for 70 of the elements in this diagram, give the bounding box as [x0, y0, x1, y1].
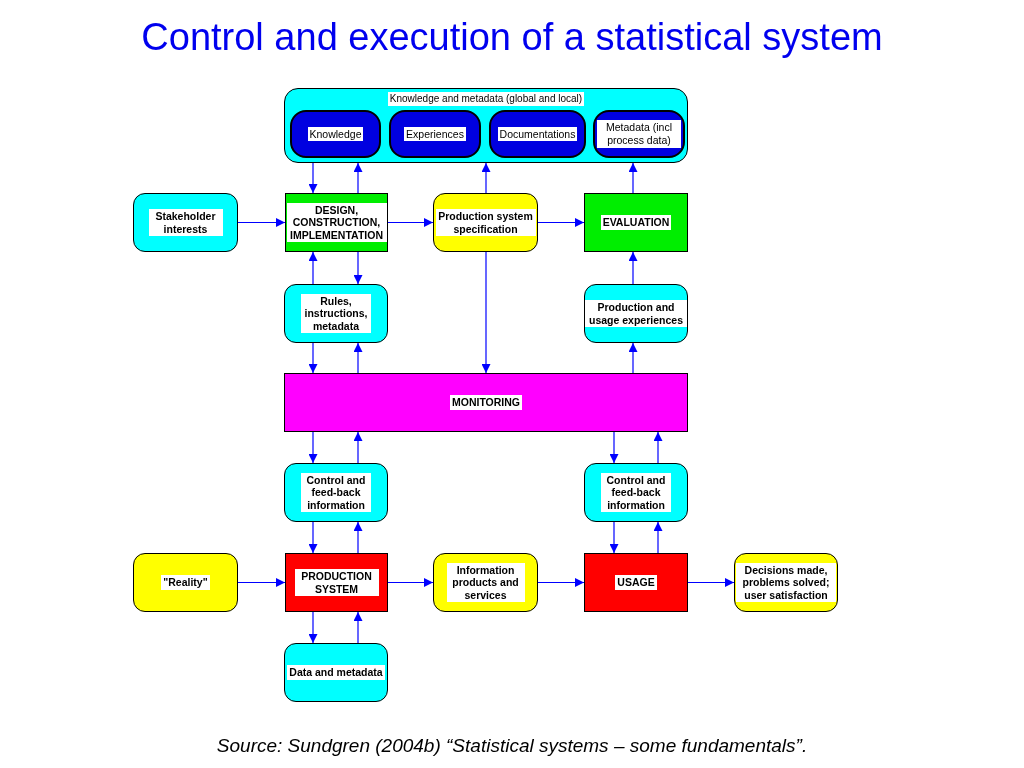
arrow — [653, 521, 663, 554]
process-box — [584, 193, 688, 252]
node-label: Production system specification — [435, 208, 536, 237]
arrow — [387, 578, 434, 587]
node-label: DESIGN, CONSTRUCTION, IMPLEMENTATION — [286, 202, 387, 243]
info-box — [133, 193, 238, 252]
node-label: Rules, instructions, metadata — [301, 293, 371, 334]
node-label: Decisions made, problems solved; user satisfaction — [736, 562, 836, 603]
process-box — [285, 553, 388, 612]
arrow — [308, 162, 318, 194]
node-label: USAGE — [615, 575, 657, 590]
node-label: Control and feed-back information — [601, 472, 671, 513]
arrow — [628, 342, 638, 374]
arrow — [353, 342, 363, 374]
node-label: PRODUCTION SYSTEM — [294, 568, 379, 597]
process-box — [584, 553, 688, 612]
arrow — [237, 578, 286, 587]
store-box — [593, 110, 685, 158]
node-label: EVALUATION — [600, 215, 672, 230]
arrow — [609, 521, 619, 554]
arrow — [537, 578, 585, 587]
node-label: Documentations — [497, 126, 578, 142]
info-box — [284, 643, 388, 702]
arrow — [353, 162, 363, 194]
source-caption: Source: Sundgren (2004b) “Statistical systems – some fundamentals”. — [215, 735, 809, 757]
arrow — [387, 218, 434, 227]
node-label: Production and usage experiences — [585, 299, 687, 328]
group-heading: Knowledge and metadata (global and local) — [387, 92, 585, 106]
arrow — [653, 431, 663, 464]
arrow — [308, 431, 318, 464]
arrow — [308, 251, 318, 285]
store-box — [489, 110, 586, 158]
arrow — [537, 218, 585, 227]
arrow — [308, 342, 318, 374]
node-label: Stakeholder interests — [148, 208, 223, 237]
arrow — [353, 521, 363, 554]
arrow — [353, 431, 363, 464]
arrow — [353, 251, 363, 285]
arrow — [481, 162, 491, 194]
band-panel — [284, 88, 688, 163]
output-box — [734, 553, 838, 612]
node-label: Control and feed-back information — [301, 472, 371, 513]
arrow — [308, 521, 318, 554]
output-box — [433, 553, 538, 612]
node-label: Experiences — [404, 126, 466, 142]
slide-title: Control and execution of a statistical system — [140, 16, 884, 59]
output-box — [133, 553, 238, 612]
node-label: Data and metadata — [287, 665, 385, 680]
node-label: Metadata (incl process data) — [597, 120, 681, 148]
arrow — [237, 218, 286, 227]
arrow — [609, 431, 619, 464]
arrow — [353, 611, 363, 644]
arrow — [481, 251, 491, 374]
arrow — [687, 578, 735, 587]
info-box — [584, 284, 688, 343]
arrow — [628, 251, 638, 285]
output-box — [433, 193, 538, 252]
arrow — [628, 162, 638, 194]
store-box — [290, 110, 381, 158]
monitoring-bar — [284, 373, 688, 432]
info-box — [584, 463, 688, 522]
node-label: MONITORING — [449, 395, 523, 410]
info-box — [284, 463, 388, 522]
process-box — [285, 193, 388, 252]
node-label: Knowledge — [307, 126, 364, 142]
node-label: Information products and services — [446, 562, 525, 603]
info-box — [284, 284, 388, 343]
node-label: "Reality" — [161, 575, 210, 590]
arrow — [308, 611, 318, 644]
store-box — [389, 110, 481, 158]
